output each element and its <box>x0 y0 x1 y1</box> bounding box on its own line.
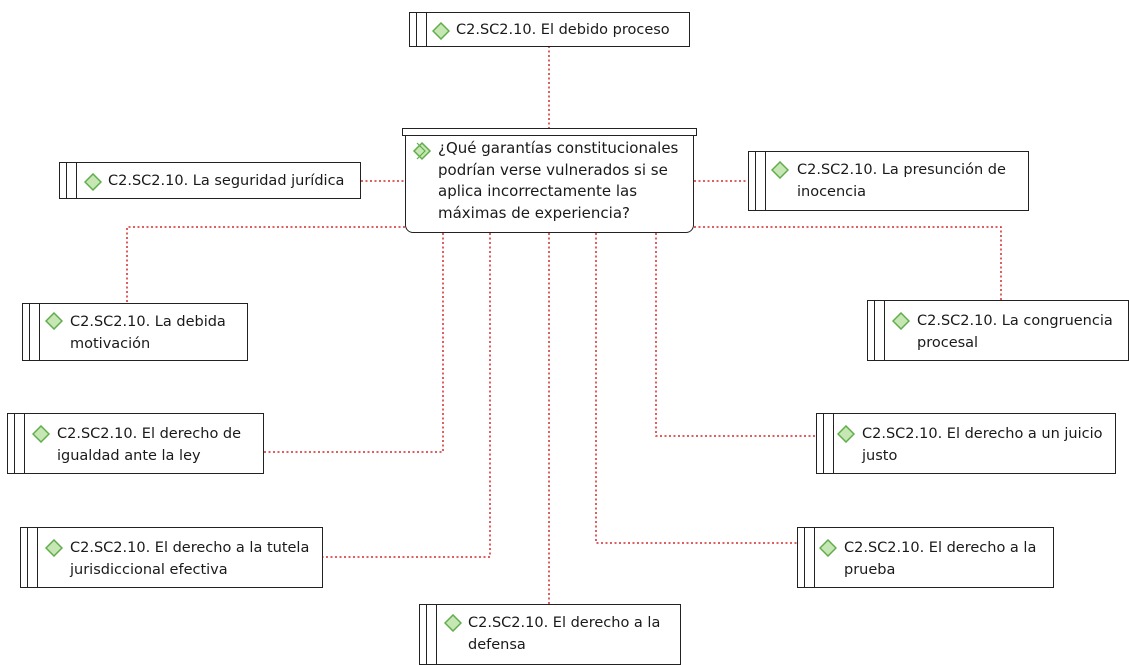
diamond-icon <box>45 539 63 557</box>
node-handle <box>23 304 40 360</box>
node-label-line2: procesal <box>917 335 979 351</box>
diamond-icon <box>837 425 855 443</box>
node-congruencia-procesal[interactable]: C2.SC2.10. La congruencia procesal <box>867 300 1129 361</box>
node-label-line2: motivación <box>70 336 151 352</box>
central-question-node[interactable]: ¿Qué garantías constitucionales podrían … <box>402 128 697 233</box>
diamond-icon <box>444 614 462 632</box>
node-label: C2.SC2.10. La seguridad jurídica <box>108 173 345 189</box>
node-label-line2: prueba <box>844 562 896 578</box>
node-label-line1: C2.SC2.10. La debida <box>70 314 226 330</box>
diamond-icon <box>84 173 102 191</box>
node-handle <box>21 528 38 587</box>
diamond-icon <box>32 425 50 443</box>
node-presuncion-inocencia[interactable]: C2.SC2.10. La presunción de inocencia <box>748 151 1029 211</box>
node-label-line1: C2.SC2.10. El derecho a la <box>844 540 1037 556</box>
central-question-text: ¿Qué garantías constitucionales podrían … <box>438 139 679 222</box>
node-label-line1: C2.SC2.10. La congruencia <box>917 313 1113 329</box>
diamond-icon <box>892 312 910 330</box>
diamond-icon <box>771 161 789 179</box>
node-label-line2: jurisdiccional efectiva <box>70 562 228 578</box>
node-derecho-prueba[interactable]: C2.SC2.10. El derecho a la prueba <box>797 527 1054 588</box>
node-label-line1: C2.SC2.10. El derecho a la tutela <box>70 540 310 556</box>
node-handle <box>749 152 766 210</box>
node-handle <box>868 301 885 360</box>
node-handle <box>798 528 815 587</box>
node-derecho-defensa[interactable]: C2.SC2.10. El derecho a la defensa <box>419 604 681 665</box>
node-label-line2: igualdad ante la ley <box>57 448 201 464</box>
link-igualdad <box>264 233 444 453</box>
node-label-line2: defensa <box>468 637 526 653</box>
node-seguridad-juridica[interactable]: C2.SC2.10. La seguridad jurídica <box>59 162 361 199</box>
link-tutela <box>323 233 491 558</box>
node-label-line1: C2.SC2.10. El derecho de <box>57 426 242 442</box>
diamond-icon <box>432 22 450 40</box>
node-handle <box>8 414 25 473</box>
node-handle <box>817 414 834 473</box>
node-debida-motivacion[interactable]: C2.SC2.10. La debida motivación <box>22 303 248 361</box>
node-igualdad-ante-la-ley[interactable]: C2.SC2.10. El derecho de igualdad ante l… <box>7 413 264 474</box>
node-lid <box>402 128 697 136</box>
node-label-line2: inocencia <box>797 184 867 200</box>
diamond-icon <box>819 539 837 557</box>
diamond-icon <box>45 312 63 330</box>
link-congruencia-procesal <box>694 226 1002 300</box>
node-label-line1: C2.SC2.10. El derecho a un juicio <box>862 426 1103 442</box>
link-juicio-justo <box>655 233 816 437</box>
node-label-line1: C2.SC2.10. La presunción de <box>797 162 1006 178</box>
node-debido-proceso[interactable]: C2.SC2.10. El debido proceso <box>409 12 690 47</box>
node-handle <box>60 163 77 198</box>
node-handle <box>410 13 427 46</box>
node-label: C2.SC2.10. El debido proceso <box>456 22 670 38</box>
node-label-line2: justo <box>862 448 898 464</box>
link-debida-motivacion <box>126 226 405 303</box>
node-handle <box>420 605 437 664</box>
node-tutela-jurisdiccional[interactable]: C2.SC2.10. El derecho a la tutela jurisd… <box>20 527 323 588</box>
link-prueba <box>595 233 797 544</box>
diamond-stack-icon <box>412 141 432 161</box>
node-juicio-justo[interactable]: C2.SC2.10. El derecho a un juicio justo <box>816 413 1116 474</box>
node-label-line1: C2.SC2.10. El derecho a la <box>468 615 661 631</box>
